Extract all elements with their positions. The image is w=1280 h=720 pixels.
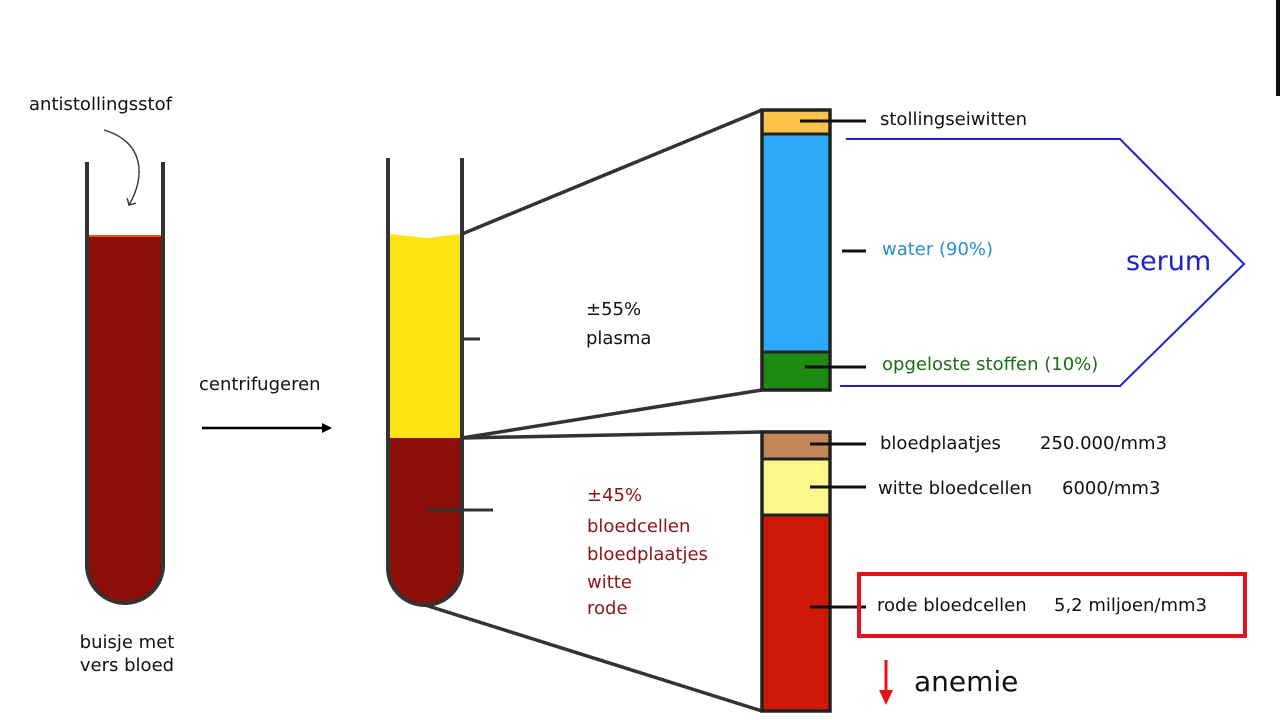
- dissolved-substances-band: [762, 352, 830, 390]
- plasma-column: [760, 108, 832, 392]
- plasma-label: plasma: [586, 328, 652, 349]
- red-cells-band: [762, 515, 830, 711]
- platelets-label: bloedplaatjes: [880, 433, 1001, 454]
- cells-column-border: [760, 430, 832, 713]
- anemia-down-arrow: [879, 660, 893, 705]
- clotting-proteins-label: stollingseiwitten: [880, 109, 1028, 130]
- plasma-layer: [388, 234, 462, 438]
- red-cells-count: 5,2 miljoen/mm3: [1054, 595, 1207, 616]
- separated-tube-outline: [386, 158, 464, 607]
- cells-column: [760, 430, 832, 713]
- fresh-blood-caption-line2: vers bloed: [79, 655, 175, 676]
- fresh-blood-tube: [85, 162, 165, 605]
- fresh-blood-caption-line1: buisje met: [79, 632, 175, 653]
- white-cells-label: witte bloedcellen: [878, 478, 1033, 499]
- white-cells-count: 6000/mm3: [1062, 478, 1161, 499]
- serum-bracket: [840, 138, 1246, 387]
- cells-percent-label: ±45%: [587, 485, 643, 506]
- expansion-lines: [424, 108, 763, 713]
- leader-lines: [800, 119, 866, 609]
- separated-blood-tube: [386, 158, 493, 607]
- anticoagulant-arrow: [103, 129, 140, 206]
- fresh-blood-fill: [87, 236, 163, 603]
- cells-label-bloodcells: bloedcellen: [587, 516, 691, 537]
- plasma-column-border: [760, 108, 832, 392]
- red-cells-highlight-box: [857, 572, 1247, 638]
- edge-bar: [1276, 0, 1280, 96]
- fresh-blood-tube-outline: [85, 162, 165, 605]
- red-cells-label: rode bloedcellen: [877, 595, 1027, 616]
- serum-label: serum: [1126, 246, 1212, 277]
- water-label: water (90%): [882, 239, 994, 260]
- cells-label-red: rode: [587, 598, 628, 619]
- water-band: [762, 134, 830, 352]
- cells-label-white: witte: [587, 572, 632, 593]
- centrifuge-label: centrifugeren: [199, 374, 321, 395]
- dissolved-substances-label: opgeloste stoffen (10%): [882, 354, 1099, 375]
- anticoagulant-label: antistollingsstof: [29, 94, 172, 115]
- cells-layer: [388, 438, 462, 605]
- anemia-label: anemie: [914, 665, 1019, 698]
- platelets-count: 250.000/mm3: [1040, 433, 1168, 454]
- plasma-percent-label: ±55%: [586, 299, 642, 320]
- cells-label-platelets: bloedplaatjes: [587, 544, 708, 565]
